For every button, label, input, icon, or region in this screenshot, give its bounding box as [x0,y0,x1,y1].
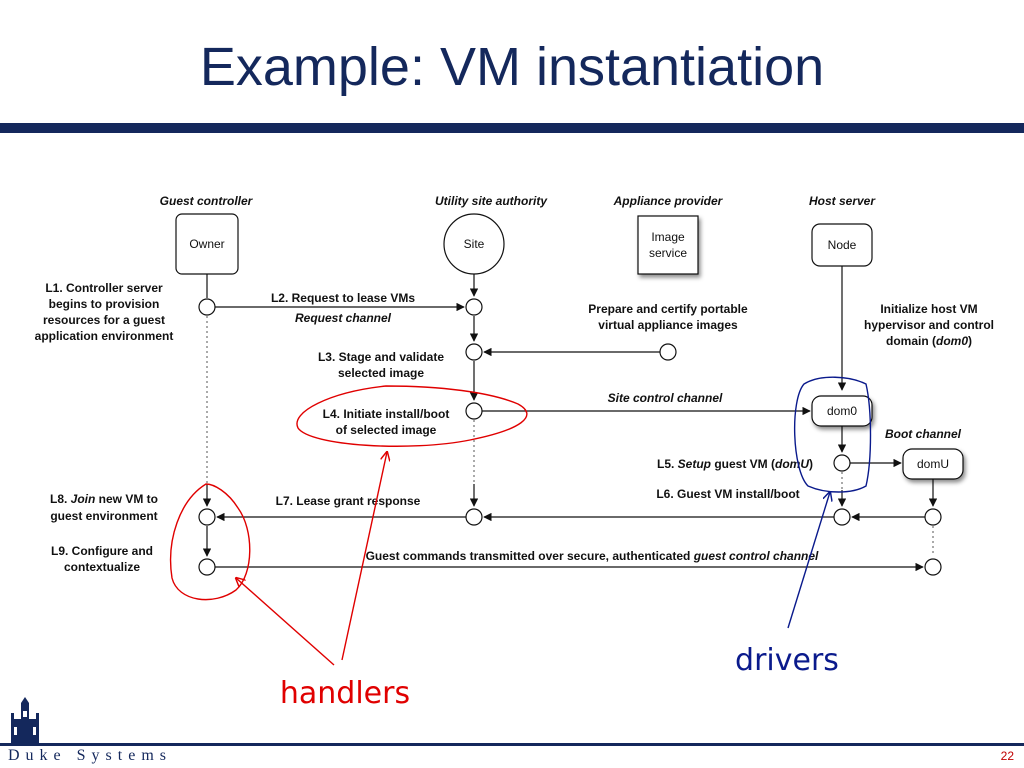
l4-label-line2: of selected image [336,423,437,437]
l6-circle [833,508,851,526]
handlers-arrow-to-l4 [341,452,387,661]
l8-prefix: L8. [50,492,71,506]
domU-node [902,448,964,480]
site-control-channel-label: Site control channel [608,391,723,405]
guest-commands-label: Guest commands transmitted over secure, … [366,549,819,563]
page-number: 22 [1000,749,1014,763]
l3-label-line1: L3. Stage and validate [318,350,444,364]
request-channel-label: Request channel [295,311,392,325]
domU-return-circle [924,508,942,526]
image-service-label-line1: Image [651,230,685,244]
l2-circle [465,298,483,316]
drivers-host-outline [793,376,872,493]
handlers-l4-ellipse [296,385,528,447]
l9-circle [198,558,216,576]
boot-channel-label: Boot channel [885,427,962,441]
guest-commands-em: guest control channel [693,549,819,563]
l4-label-line1: L4. Initiate install/boot [323,407,450,421]
guest-commands-text: Guest commands transmitted over secure, … [366,549,694,563]
l8-circle [198,508,216,526]
site-label: Site [464,237,485,251]
guest-channel-end-circle [924,558,942,576]
l5-suffix: ) [809,457,813,471]
l7-circle [465,508,483,526]
chapel-logo-icon [11,697,39,743]
prepare-circle [659,343,677,361]
init-host-domain-prefix: domain ( [886,334,936,348]
prepare-label-line1: Prepare and certify portable [588,302,748,316]
l7-label: L7. Lease grant response [276,494,421,508]
l5-mid: guest VM ( [711,457,775,471]
l1-label-line1: L1. Controller server [45,281,163,295]
l6-label: L6. Guest VM install/boot [656,487,799,501]
host-node-label: Node [828,238,857,252]
dom0-node [811,395,873,427]
l5-prefix: L5. [657,457,678,471]
init-host-label-line1: Initialize host VM [880,302,977,316]
l8-em: Join [71,492,96,506]
l5-circle [833,454,851,472]
drivers-arrow [787,492,830,629]
column-header-utility-site-authority: Utility site authority [435,194,548,208]
l1-label-line2: begins to provision [49,297,160,311]
l1-label-line4: application environment [35,329,174,343]
footer-divider [0,743,1024,746]
column-header-host-server: Host server [809,194,876,208]
init-host-domain-suffix: ) [968,334,972,348]
l1-circle [198,298,216,316]
l5-label: L5. Setup guest VM (domU) [657,457,813,471]
vm-instantiation-diagram: Guest controller Utility site authority … [35,194,994,711]
image-service-label-line2: service [649,246,687,260]
l9-label-line2: contextualize [64,560,140,574]
column-header-guest-controller: Guest controller [160,194,254,208]
drivers-annotation: drivers [735,643,839,678]
init-host-label-line2: hypervisor and control [864,318,994,332]
domU-label: domU [917,457,949,471]
title-divider [0,123,1024,133]
handlers-annotation: handlers [280,676,410,711]
l5-em2: domU [775,457,809,471]
handlers-arrow-to-l9 [236,578,335,666]
l5-em: Setup [678,457,711,471]
l8-label-line1: L8. Join new VM to [50,492,158,506]
l4-circle [465,402,483,420]
l1-label-line3: resources for a guest [43,313,165,327]
owner-label: Owner [189,237,224,251]
init-host-label-line3: domain (dom0) [886,334,972,348]
prepare-label-line2: virtual appliance images [598,318,738,332]
l2-label: L2. Request to lease VMs [271,291,415,305]
l3-label-line2: selected image [338,366,424,380]
footer-brand: Duke Systems [8,747,172,764]
l8-suffix: new VM to [95,492,158,506]
handlers-l8-l9-ellipse [169,483,251,601]
init-host-domain-em: dom0 [936,334,968,348]
slide-title: Example: VM instantiation [199,37,825,97]
l8-label-line2: guest environment [50,509,157,523]
image-service-node [637,215,699,275]
l9-label-line1: L9. Configure and [51,544,153,558]
l3-circle [465,343,483,361]
column-header-appliance-provider: Appliance provider [613,194,724,208]
dom0-label: dom0 [827,404,857,418]
